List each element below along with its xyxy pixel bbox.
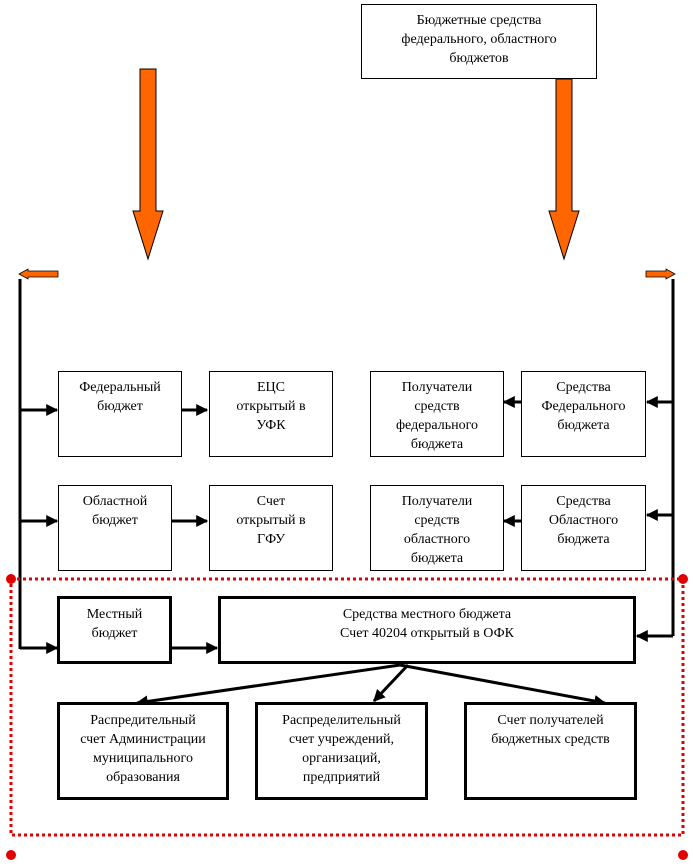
text-line: бюджет	[97, 399, 143, 414]
text-line: открытый в	[236, 399, 306, 414]
federal-budget-box: Федеральный бюджет	[58, 371, 182, 457]
recipients-account-box: Счет получателей бюджетных средств	[464, 702, 637, 800]
text-line: ГФУ	[257, 532, 285, 547]
text-line: Счет	[256, 494, 286, 509]
text-line: муниципального	[93, 751, 193, 766]
text-line: бюджета	[410, 437, 464, 452]
text-line: Получатели	[401, 494, 473, 509]
text-line: ЕЦС	[257, 380, 285, 395]
federal-funds-box: Средства Федерального бюджета	[521, 371, 646, 457]
regional-budget-box: Областной бюджет	[58, 485, 172, 571]
frame-corner-dot-top-left	[6, 574, 16, 584]
text-line: федерального, областного	[401, 32, 557, 47]
source-budget-box: Бюджетные средства федерального, областн…	[361, 4, 597, 79]
orange-small-arrow-right	[645, 268, 676, 280]
text-line: счет Администрации	[80, 732, 206, 747]
text-line: бюджетов	[449, 51, 509, 66]
text-line: организаций,	[302, 751, 381, 766]
text-line: Федеральный	[79, 380, 161, 395]
local-funds-box: Средства местного бюджета Счет 40204 отк…	[218, 596, 636, 664]
text-line: Распределительный	[282, 713, 401, 728]
arrow-to-recipients-account	[399, 663, 607, 707]
orange-down-arrow-right	[548, 78, 580, 261]
text-line: Средства	[556, 494, 611, 509]
text-line: Местный	[86, 607, 143, 622]
frame-corner-dot-bottom-right	[678, 850, 688, 860]
orange-down-arrow-left	[132, 68, 164, 261]
text-line: бюджет	[91, 626, 138, 641]
local-level-dotted-frame	[9, 577, 685, 837]
admin-distribution-account-box: Распредительный счет Администрации муниц…	[57, 702, 229, 800]
text-line: средств	[414, 399, 460, 414]
frame-corner-dot-bottom-left	[6, 850, 16, 860]
text-line: Счет 40204 открытый в ОФК	[340, 626, 514, 641]
text-line: бюджетных средств	[491, 732, 610, 747]
frame-corner-dot-top-right	[678, 574, 688, 584]
text-line: бюджета	[557, 532, 610, 547]
text-line: открытый в	[236, 513, 306, 528]
text-line: Распредительный	[90, 713, 196, 728]
text-line: счет учреждений,	[288, 732, 395, 747]
text-line: бюджета	[410, 551, 464, 566]
text-line: предприятий	[302, 770, 381, 785]
text-line: Областной	[82, 494, 148, 509]
text-line: Средства	[556, 380, 611, 395]
ecs-ufk-box: ЕЦС открытый в УФК	[209, 371, 333, 457]
text-line: Бюджетные средства	[416, 13, 542, 28]
text-line: Областного	[548, 513, 619, 528]
text-line: Средства местного бюджета	[342, 607, 512, 622]
federal-recipients-box: Получатели средств федерального бюджета	[370, 371, 504, 457]
text-line: средств	[414, 513, 460, 528]
institutions-distribution-account-box: Распределительный счет учреждений, орган…	[255, 702, 428, 800]
regional-funds-box: Средства Областного бюджета	[521, 485, 646, 571]
local-budget-box: Местный бюджет	[57, 596, 172, 664]
arrow-to-admin-account	[135, 663, 401, 708]
text-line: Получатели	[401, 380, 473, 395]
regional-recipients-box: Получатели средств областного бюджета	[370, 485, 504, 571]
text-line: бюджета	[557, 418, 610, 433]
text-line: Счет получателей	[497, 713, 604, 728]
text-line: областного	[403, 532, 471, 547]
text-line: Федерального	[541, 399, 626, 414]
orange-small-arrow-left	[18, 268, 59, 280]
text-line: УФК	[256, 418, 286, 433]
text-line: бюджет	[92, 513, 138, 528]
gfu-account-box: Счет открытый в ГФУ	[209, 485, 333, 571]
text-line: образования	[106, 770, 180, 785]
text-line: федерального	[395, 418, 479, 433]
arrow-to-institutions-account	[372, 663, 410, 703]
